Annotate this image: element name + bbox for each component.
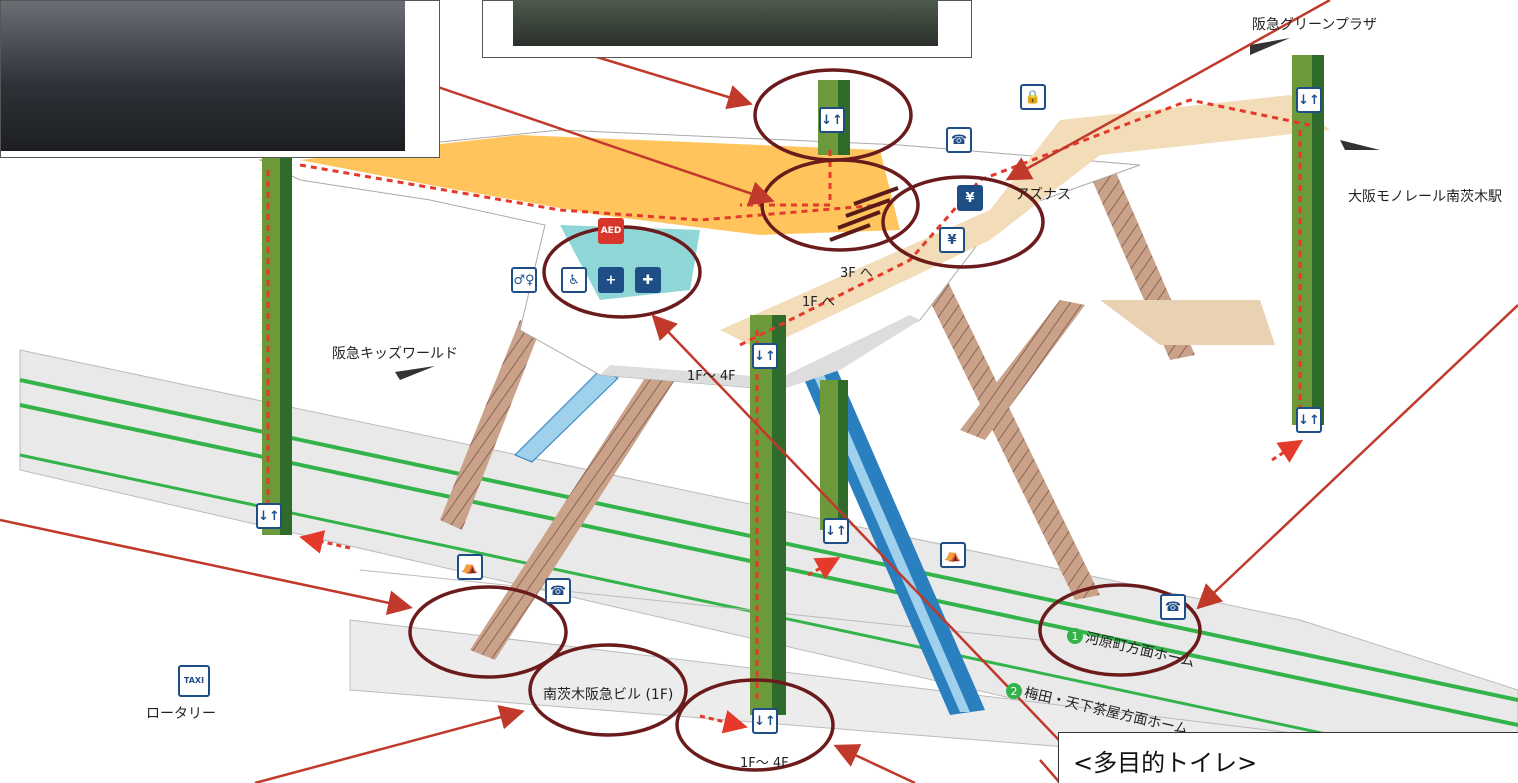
building-label: 南茨木阪急ビル (1F) (543, 687, 674, 703)
route-arrows (299, 439, 1304, 734)
stairs (440, 170, 1275, 660)
phone-icon: ☎ (946, 127, 972, 153)
aznas-label: アズナス (1015, 187, 1071, 203)
elevator-icon: ↓↑ (819, 107, 845, 133)
elevator-icon: ↓↑ (256, 503, 282, 529)
elevator-icon: ↓↑ (1296, 87, 1322, 113)
multipurpose-toilet-note: <多目的トイレ> (1058, 732, 1518, 783)
highlight-stairs (408, 585, 568, 679)
phone-icon: ☎ (1160, 594, 1186, 620)
elevator-icon: ↓↑ (823, 518, 849, 544)
photo-concourse (482, 0, 972, 58)
wheelchair-icon: ♿ (561, 267, 587, 293)
restroom-icon: ♂♀ (511, 267, 537, 293)
bench-icon: ⛺ (940, 542, 966, 568)
bench-icon: ⛺ (457, 554, 483, 580)
rotary-label: ロータリー (146, 706, 216, 722)
direction-markers (395, 38, 1380, 380)
monorail-label: 大阪モノレール南茨木駅 (1348, 189, 1502, 205)
elevator-icon: ↓↑ (1296, 407, 1322, 433)
elevator-icon: ↓↑ (752, 343, 778, 369)
aed-icon: AED (598, 218, 624, 244)
highlight-lower-elevator (675, 678, 835, 772)
elevator-shafts (262, 55, 1324, 715)
green-plaza-label: 阪急グリーンプラザ (1252, 17, 1377, 33)
to-1f-label: 1F へ (802, 295, 835, 310)
elevator-icon: ↓↑ (752, 708, 778, 734)
concourse (258, 95, 1330, 391)
ticket-gate (829, 186, 899, 242)
platform-1-badge: 1 (1067, 628, 1083, 644)
platform-2-badge: 2 (1006, 683, 1022, 699)
highlight-building (528, 643, 688, 737)
locker-icon: 🔒 (1020, 84, 1046, 110)
ticket-office-icon: ¥ (957, 185, 983, 211)
floor-range-upper: 1F～ 4F (687, 369, 736, 384)
to-3f-label: 3F へ (840, 266, 873, 281)
floor-range-lower: 1F～ 4F (740, 756, 789, 771)
taxi-icon: TAXI (178, 665, 210, 697)
photo-ticket-gates (0, 0, 440, 158)
note-title: <多目的トイレ> (1073, 749, 1258, 777)
baby-care-icon: ✚ (635, 267, 661, 293)
ostomate-icon: + (598, 267, 624, 293)
ticket-machine-icon: ¥ (939, 227, 965, 253)
kids-world-label: 阪急キッズワールド (332, 346, 458, 362)
phone-icon: ☎ (545, 578, 571, 604)
highlight-ticket-machine (881, 175, 1045, 269)
highlight-phone-platform (1038, 583, 1202, 677)
